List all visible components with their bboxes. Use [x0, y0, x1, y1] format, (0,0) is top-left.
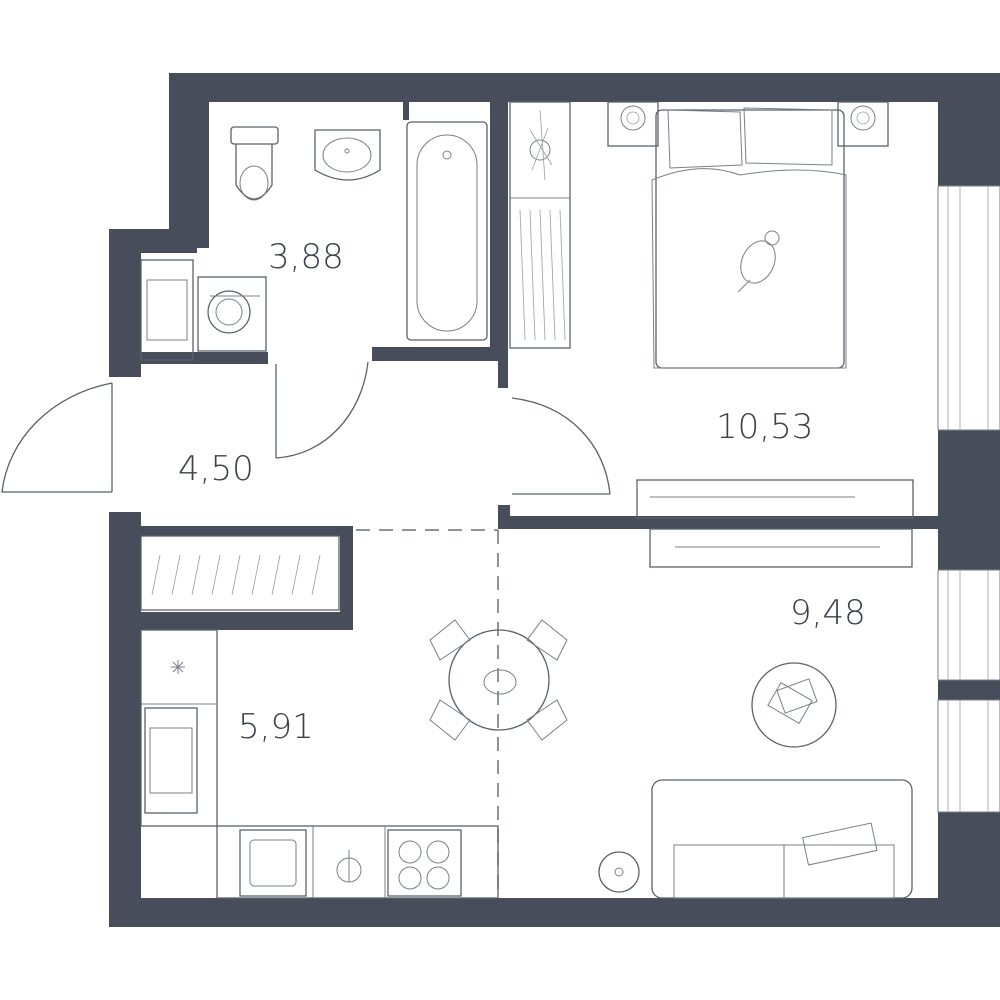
bedroom-furniture: [509, 101, 914, 519]
windows: [937, 185, 1000, 813]
zone-divider: [356, 529, 499, 898]
hallway-area-label: 4,50: [178, 449, 254, 489]
kitchen-furniture: [140, 535, 568, 899]
living-furniture: [598, 528, 913, 899]
living-area-label: 9,48: [790, 593, 866, 633]
bedroom-area-label: 10,53: [716, 407, 813, 447]
area-labels: 3,88 4,50 10,53 9,48 5,91: [178, 237, 866, 747]
bathroom-area-label: 3,88: [268, 237, 344, 277]
walls: [109, 73, 1000, 927]
doors: [1, 361, 611, 495]
bathroom-fixtures: [140, 121, 488, 361]
kitchen-area-label: 5,91: [238, 707, 314, 747]
